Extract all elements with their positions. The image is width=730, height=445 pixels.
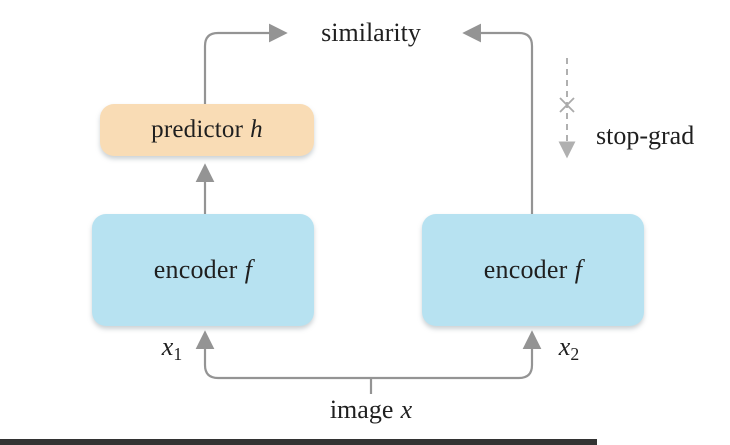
image-var: x xyxy=(400,395,413,424)
encoder-left-var: f xyxy=(244,255,253,284)
similarity-label: similarity xyxy=(321,18,421,47)
x2-label: x2 xyxy=(558,332,580,364)
x2-var: x xyxy=(558,332,571,361)
bottom-progress-bar[interactable] xyxy=(0,439,597,445)
predictor-node-label: predictor xyxy=(151,116,244,143)
predictor-node-var: h xyxy=(250,116,263,143)
image-word: image xyxy=(329,395,394,424)
x1-subscript: 1 xyxy=(173,343,183,364)
encoder-right-label: encoder xyxy=(483,255,568,284)
x2-subscript: 2 xyxy=(570,343,580,364)
arrow-encoder-right-to-similarity xyxy=(462,23,534,218)
x1-var: x xyxy=(161,332,174,361)
x1-label: x1 xyxy=(161,332,183,364)
arrow-predictor-to-similarity xyxy=(203,23,288,112)
encoder-left-label: encoder xyxy=(153,255,238,284)
stop-grad-cross-icon xyxy=(559,97,575,113)
stop-grad-label: stop-grad xyxy=(596,121,695,150)
arrow-image-to-encoders-bracket xyxy=(195,330,542,380)
encoder-right-var: f xyxy=(574,255,583,284)
